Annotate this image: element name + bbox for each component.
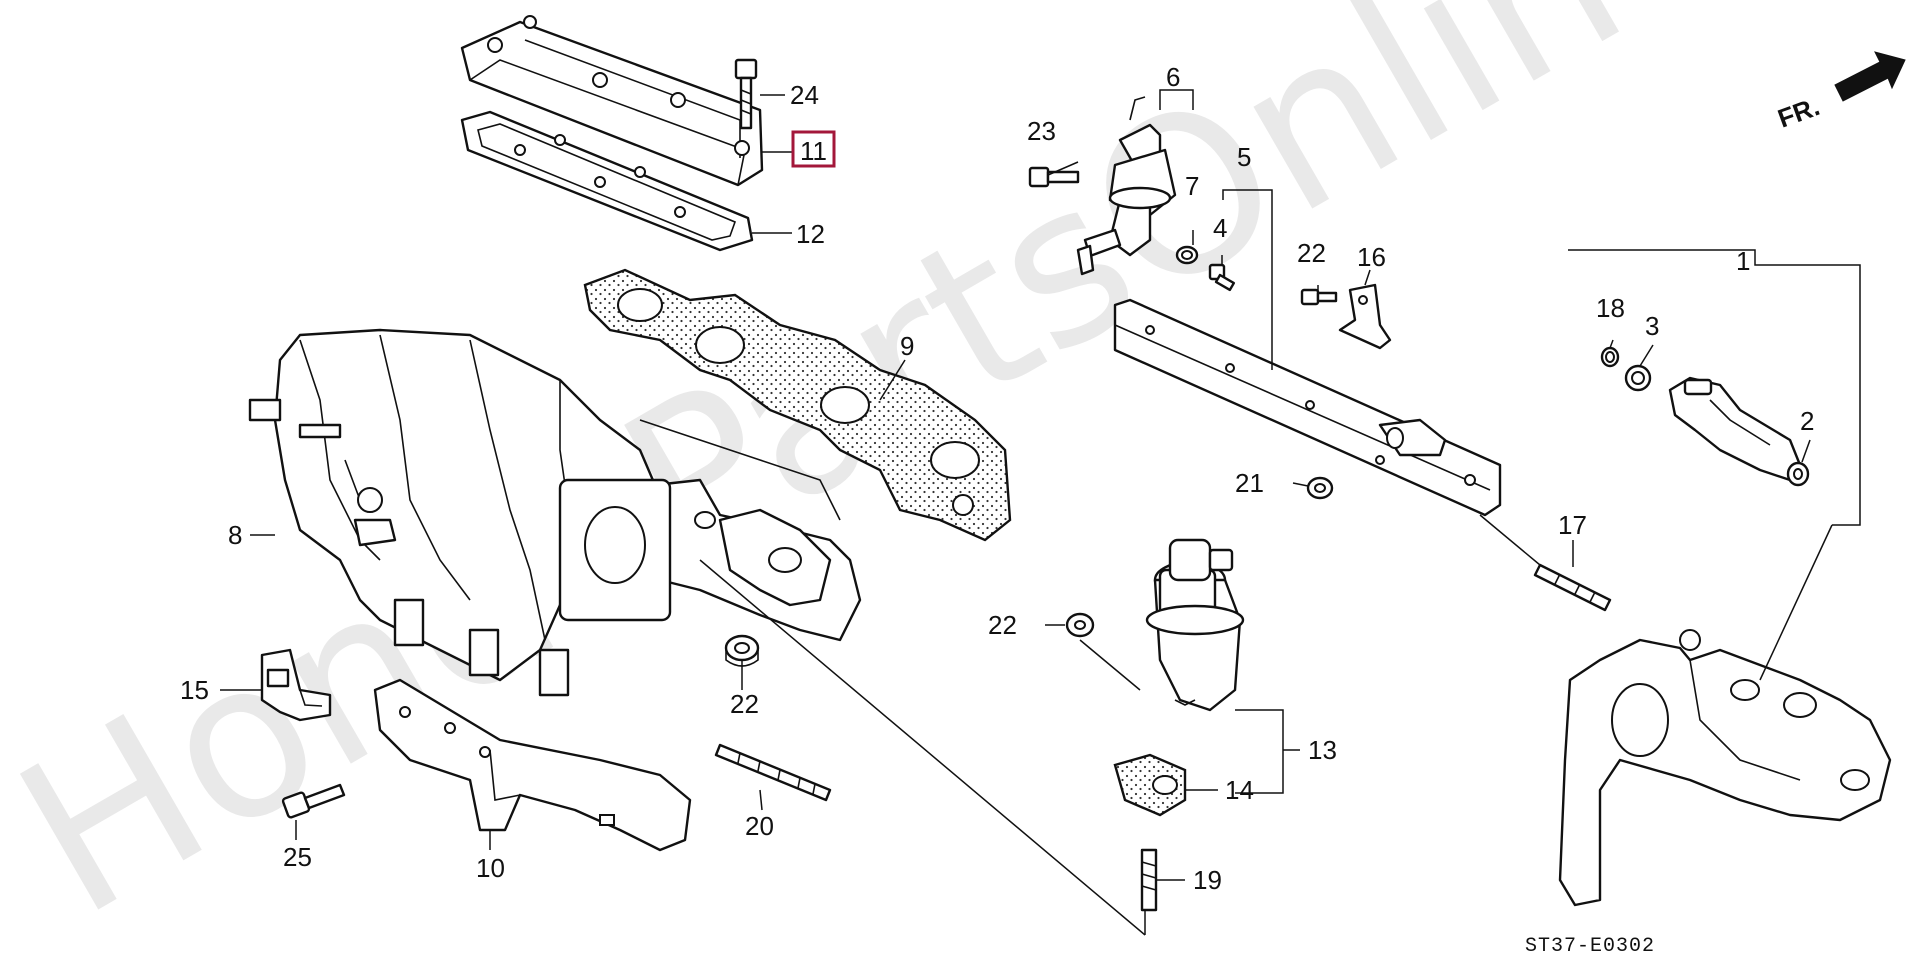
egr-valve-part[interactable]	[1145, 538, 1245, 712]
injector-part[interactable]	[1668, 376, 1802, 482]
callout-18[interactable]: 18	[1596, 293, 1625, 323]
oring-3-part[interactable]	[1624, 364, 1652, 392]
stud-19-part[interactable]	[1140, 848, 1158, 912]
nut-22-center-part[interactable]	[1065, 612, 1095, 638]
callout-10[interactable]: 10	[476, 853, 505, 883]
callout-2[interactable]: 2	[1800, 406, 1814, 436]
front-direction-indicator: FR.	[1774, 51, 1906, 134]
nut-21-part[interactable]	[1306, 476, 1334, 500]
callout-9[interactable]: 9	[900, 331, 914, 361]
stud-20-part[interactable]	[714, 743, 832, 802]
bracket-10-part[interactable]	[373, 678, 692, 852]
front-direction-label: FR.	[1774, 91, 1824, 134]
connector-15-part[interactable]	[260, 648, 332, 722]
fuel-rail-part[interactable]	[1113, 298, 1502, 517]
pressure-regulator-part[interactable]	[1076, 96, 1177, 276]
callout-16[interactable]: 16	[1357, 242, 1386, 272]
diagram-code: ST37-E0302	[1525, 935, 1655, 958]
callout-14[interactable]: 14	[1225, 775, 1254, 805]
callout-17[interactable]: 17	[1558, 510, 1587, 540]
callout-22a[interactable]: 22	[730, 689, 759, 719]
callout-11[interactable]: 11	[800, 136, 827, 166]
stud-17-part[interactable]	[1533, 563, 1612, 612]
callout-20[interactable]: 20	[745, 811, 774, 841]
highlight-box-11	[791, 130, 836, 168]
intake-manifold-part[interactable]	[248, 328, 862, 697]
callout-23[interactable]: 22	[1297, 238, 1326, 268]
callout-1[interactable]: 1	[1736, 246, 1750, 276]
callout-8[interactable]: 8	[228, 520, 242, 550]
bracket-16-part[interactable]	[1338, 283, 1392, 350]
bolt-4-part[interactable]	[1208, 263, 1236, 292]
callout-21[interactable]: 21	[1235, 468, 1264, 498]
callout-3[interactable]: 3	[1645, 311, 1659, 341]
callout-labels: 24 11 12 9 8 22 20 15 10 25 23 6 7 5 4 2…	[180, 62, 1814, 895]
callout-4[interactable]: 4	[1213, 213, 1227, 243]
leader-lines	[220, 89, 1861, 936]
callout-5[interactable]: 5	[1237, 142, 1251, 172]
callout-19[interactable]: 19	[1193, 865, 1222, 895]
bolt-23-part[interactable]	[1300, 288, 1338, 306]
callout-6[interactable]: 6	[1166, 62, 1180, 92]
manifold-side-detail-part[interactable]	[1558, 629, 1892, 907]
front-arrow-icon	[1834, 51, 1906, 102]
bolt-24-part[interactable]	[1028, 166, 1080, 188]
callout-15[interactable]: 15	[180, 675, 209, 705]
callout-13[interactable]: 13	[1308, 735, 1337, 765]
callout-24[interactable]: 23	[1027, 116, 1056, 146]
oring-7-part[interactable]	[1175, 245, 1199, 265]
seal-18-part[interactable]	[1600, 346, 1620, 368]
callout-25[interactable]: 24	[790, 80, 819, 110]
seal-2-part[interactable]	[1786, 461, 1810, 487]
callout-7[interactable]: 7	[1185, 171, 1199, 201]
bolt-25-part[interactable]	[734, 58, 758, 130]
callout-22b[interactable]: 22	[988, 610, 1017, 640]
manifold-gasket-part[interactable]	[583, 268, 1012, 542]
manifold-cover-part[interactable]	[460, 15, 764, 187]
callout-12[interactable]: 12	[796, 219, 825, 249]
bolt-26-part[interactable]	[281, 783, 346, 819]
cover-gasket-part[interactable]	[460, 110, 754, 252]
egr-gasket-part[interactable]	[1113, 753, 1187, 817]
callout-26[interactable]: 25	[283, 842, 312, 872]
